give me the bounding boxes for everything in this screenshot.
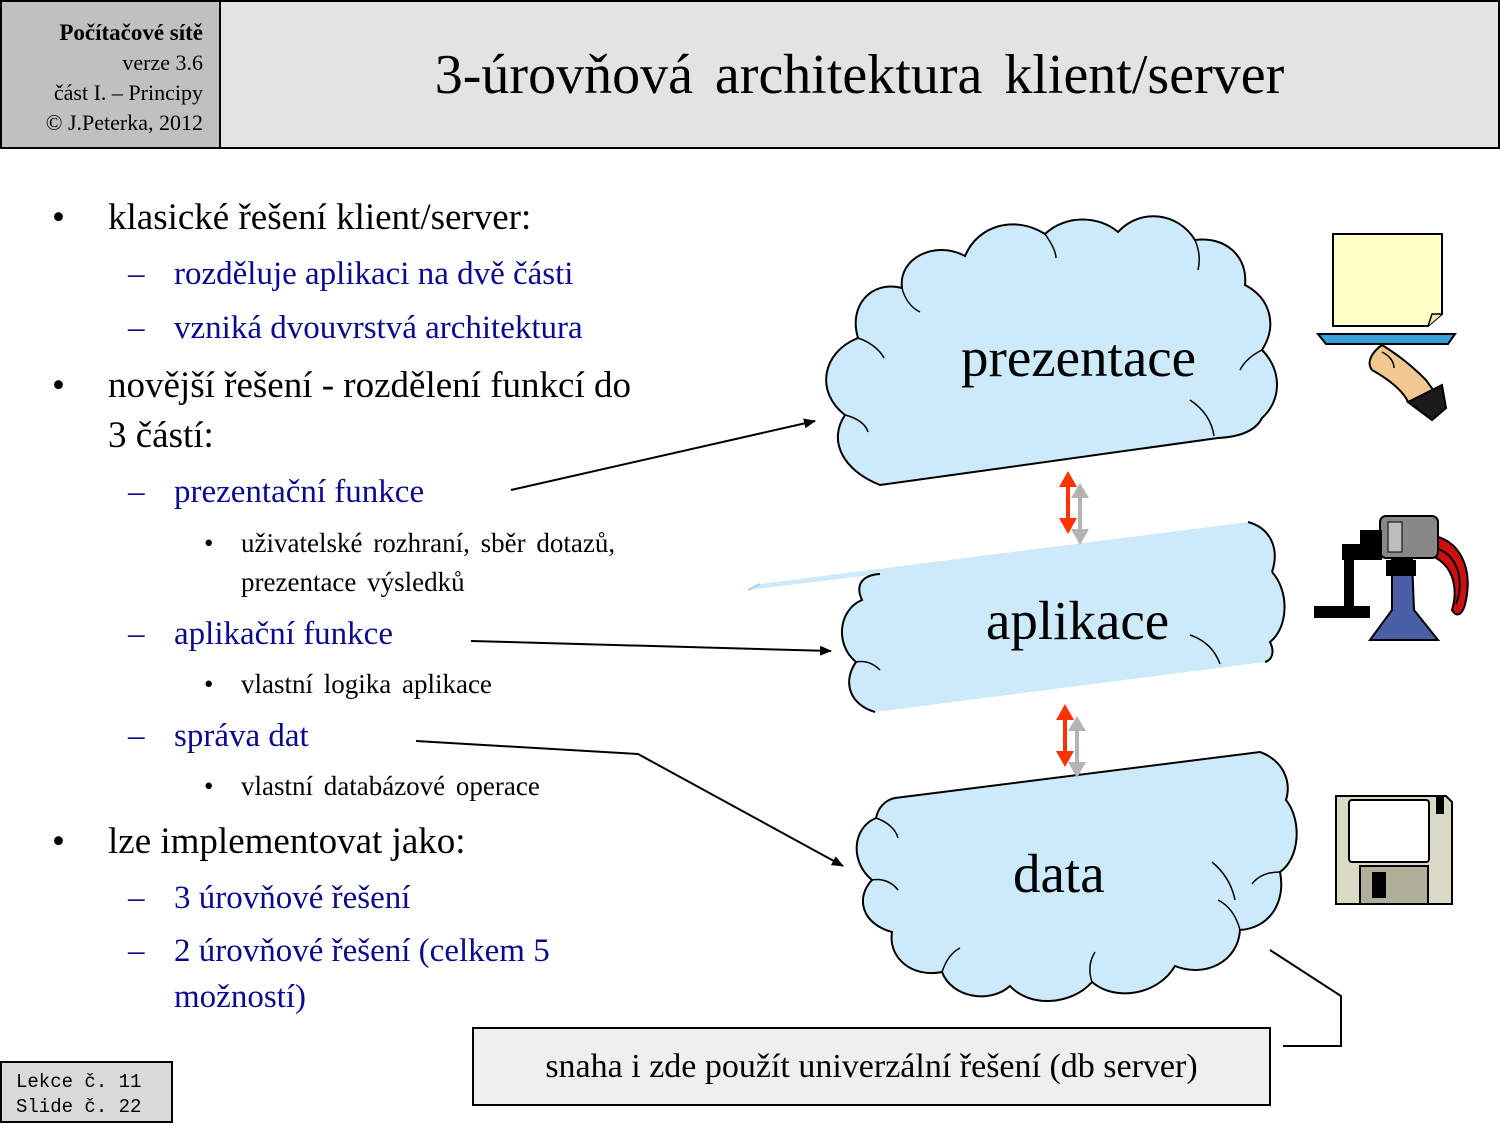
arrow-aplikace	[470, 640, 832, 656]
lecture-number: Lekce č. 11	[16, 1071, 142, 1093]
hand-mixer-icon	[1314, 515, 1469, 641]
sub-bullet-marker: –	[128, 474, 145, 510]
course-name: Počítačové sítě	[59, 20, 203, 45]
sub-bullet-marker: –	[128, 256, 145, 292]
sub-bullet-marker: –	[128, 310, 145, 346]
sub-bullet-item: prezentační funkce	[174, 474, 425, 510]
sub-bullet-item: vzniká dvouvrstvá architektura	[174, 310, 583, 346]
note-bracket	[1269, 949, 1342, 1047]
slide-info-box: Počítačové sítě verze 3.6 část I. – Prin…	[0, 0, 221, 149]
cloud-data	[855, 750, 1298, 1002]
sub-sub-bullet-item: uživatelské rozhraní, sběr dotazů,	[241, 528, 616, 558]
serving-hand-icon	[1315, 233, 1457, 422]
sub-sub-bullet-item-continuation: prezentace výsledků	[241, 567, 465, 597]
sub-sub-bullet-marker: •	[204, 528, 214, 558]
double-arrow-lower	[1056, 704, 1086, 778]
bullet-item: novější řešení - rozdělení funkcí do	[108, 365, 631, 406]
version-label: verze 3.6	[122, 50, 203, 75]
cloud-aplikace	[747, 521, 1286, 713]
sub-bullet-item-continuation: možností)	[174, 979, 306, 1015]
sub-bullet-marker: –	[128, 880, 145, 916]
slide-title: 3-úrovňová architektura klient/server	[221, 0, 1500, 149]
sub-bullet-marker: –	[128, 616, 145, 652]
double-arrow-upper	[1059, 471, 1089, 545]
arrow-prezentace	[510, 418, 816, 491]
sub-sub-bullet-item: vlastní databázové operace	[241, 771, 540, 801]
sub-bullet-marker: –	[128, 718, 145, 754]
slide-number: Slide č. 22	[16, 1096, 142, 1118]
arrow-data	[415, 740, 844, 867]
sub-bullet-item: 2 úrovňové řešení (celkem 5	[174, 933, 550, 969]
copyright-label: © J.Peterka, 2012	[45, 110, 203, 135]
floppy-disk-icon	[1335, 795, 1453, 905]
note-box: snaha i zde použít univerzální řešení (d…	[472, 1027, 1271, 1106]
sub-sub-bullet-marker: •	[204, 771, 214, 801]
sub-bullet-item: aplikační funkce	[174, 616, 393, 652]
sub-bullet-item: správa dat	[174, 718, 309, 754]
sub-bullet-item: rozděluje aplikaci na dvě části	[174, 256, 574, 292]
tier-label-data: data	[1013, 843, 1105, 904]
bullet-marker: •	[52, 821, 65, 862]
tier-label-prezentace: prezentace	[961, 327, 1197, 388]
bullet-marker: •	[52, 197, 65, 238]
cloud-prezentace	[825, 215, 1278, 487]
part-label: část I. – Principy	[53, 80, 203, 105]
sub-sub-bullet-item: vlastní logika aplikace	[241, 669, 492, 699]
bullet-item-continuation: 3 částí:	[108, 415, 214, 456]
slide-footer: Lekce č. 11 Slide č. 22	[0, 1061, 173, 1123]
sub-bullet-item: 3 úrovňové řešení	[174, 880, 411, 916]
tier-label-aplikace: aplikace	[986, 590, 1170, 651]
sub-sub-bullet-marker: •	[204, 669, 214, 699]
bullet-marker: •	[52, 365, 65, 406]
sub-bullet-marker: –	[128, 933, 145, 969]
bullet-item: klasické řešení klient/server:	[108, 197, 532, 238]
bullet-item: lze implementovat jako:	[108, 821, 466, 862]
